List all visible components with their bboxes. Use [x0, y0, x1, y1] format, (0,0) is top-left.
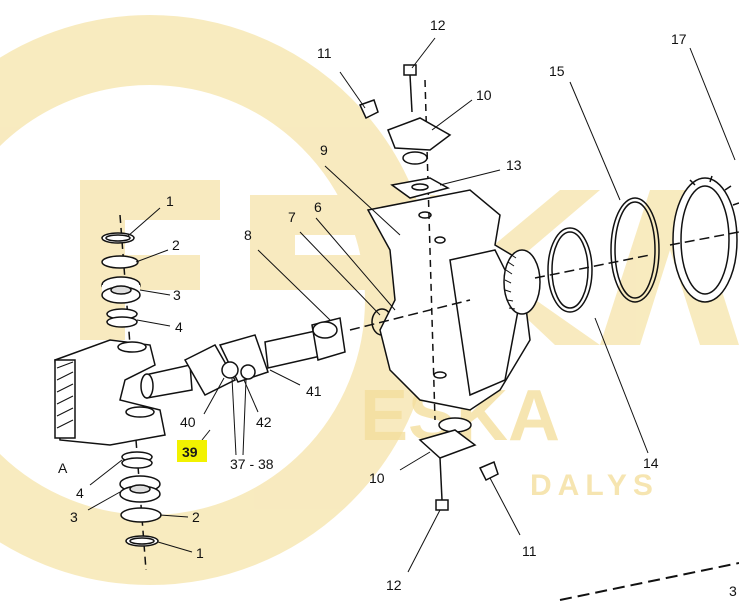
callout-39: 39 [182, 444, 198, 460]
top-kingpin-assembly [358, 64, 452, 199]
callout-13: 13 [506, 157, 522, 173]
callout-41: 41 [306, 383, 322, 399]
page-fragment-label: 3 [729, 583, 737, 599]
callout-2-bottom: 2 [192, 509, 200, 525]
callout-3-bottom: 3 [70, 509, 78, 525]
bottom-kingpin-assembly [418, 417, 499, 511]
watermark-sub-text: DALYS [530, 469, 659, 502]
hub-gear [503, 249, 541, 315]
callout-8: 8 [244, 227, 252, 243]
callout-7: 7 [288, 209, 296, 225]
callout-labels: 1 2 3 4 A 4 3 2 1 9 6 7 8 11 12 10 13 15… [58, 17, 737, 599]
callout-4-bottom: 4 [76, 485, 84, 501]
callout-40: 40 [180, 414, 196, 430]
callout-12-bottom: 12 [386, 577, 402, 593]
callout-12-top: 12 [430, 17, 446, 33]
left-bottom-stack [119, 439, 162, 571]
callout-2-top: 2 [172, 237, 180, 253]
callout-17: 17 [671, 31, 687, 47]
callout-4-top: 4 [175, 319, 183, 335]
universal-joint-shaft [140, 317, 346, 399]
bearing-rings [534, 197, 660, 313]
callout-3-top: 3 [173, 287, 181, 303]
callout-1-top: 1 [166, 193, 174, 209]
callout-11-bottom: 11 [522, 543, 537, 559]
callout-42: 42 [256, 414, 272, 430]
callout-39-highlight [177, 440, 207, 462]
steering-knuckle-housing [349, 79, 531, 421]
centerline-bottom-right [559, 562, 739, 601]
left-top-stack [101, 214, 141, 346]
leader-lines [87, 37, 736, 573]
callout-15: 15 [549, 63, 565, 79]
callout-view-a: A [58, 460, 68, 476]
ring-gear [669, 175, 739, 303]
callout-6: 6 [314, 199, 322, 215]
callout-1-bottom: 1 [196, 545, 204, 561]
callout-14: 14 [643, 455, 659, 471]
callout-37-38: 37 - 38 [230, 456, 274, 472]
callout-11-top: 11 [317, 45, 332, 61]
callout-10-top: 10 [476, 87, 492, 103]
callout-10-bottom: 10 [369, 470, 385, 486]
axle-fork-housing [54, 339, 166, 446]
callout-9: 9 [320, 142, 328, 158]
